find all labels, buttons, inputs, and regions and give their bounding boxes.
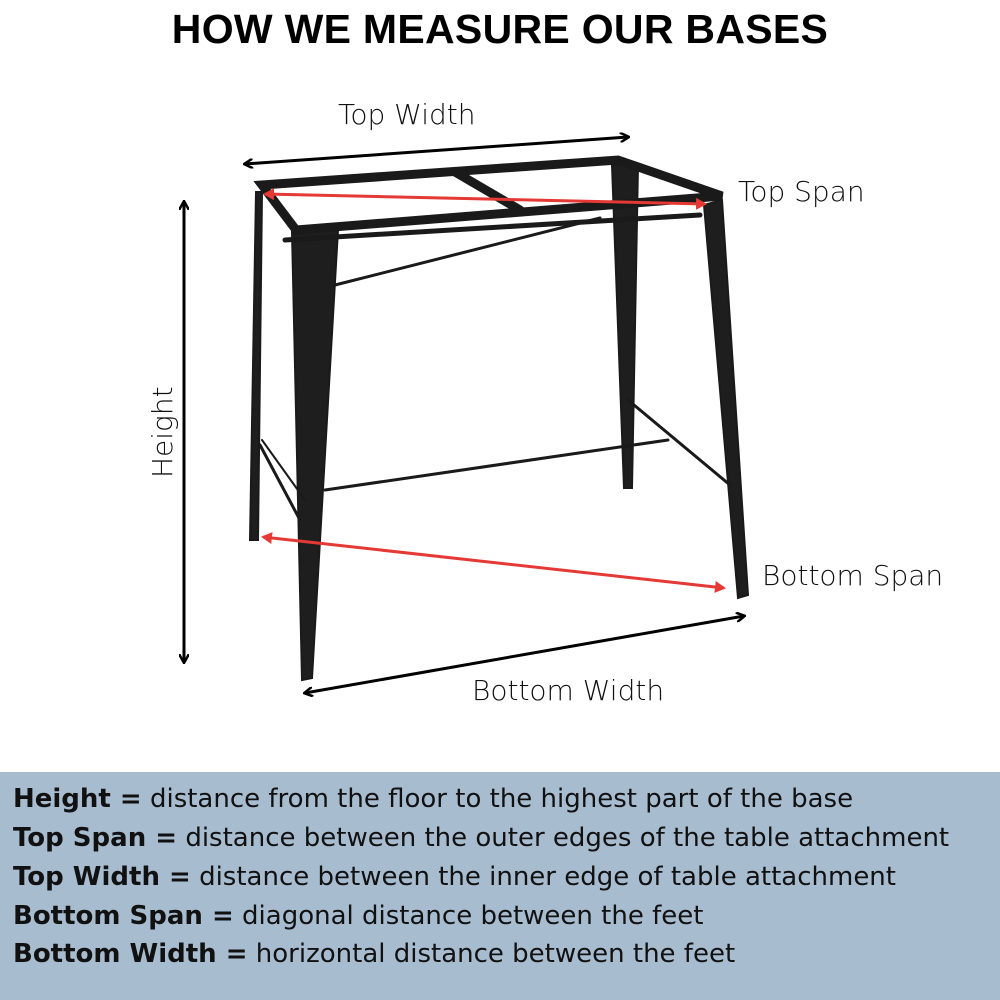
definition-top-span: Top Span = distance between the outer ed…: [13, 823, 949, 853]
top-span-arrow: [263, 188, 707, 210]
bottom-span-label: Bottom Span: [762, 559, 944, 592]
bottom-span-arrow: [261, 532, 726, 593]
table-base-diagram: [0, 0, 750, 772]
definition-term: Bottom Span =: [13, 901, 234, 931]
top-width-label: Top Width: [338, 98, 476, 131]
table-base-illustration: [248, 155, 750, 682]
definition-term: Height =: [13, 784, 142, 814]
definition-height: Height = distance from the floor to the …: [13, 784, 853, 814]
definitions-panel: Height = distance from the floor to the …: [0, 772, 1000, 1000]
definition-text: distance between the inner edge of table…: [199, 862, 896, 892]
definition-term: Top Width =: [13, 862, 191, 892]
definition-term: Top Span =: [13, 823, 178, 853]
definition-bottom-width: Bottom Width = horizontal distance betwe…: [13, 939, 735, 969]
definition-text: distance from the floor to the highest p…: [149, 784, 854, 814]
height-label: Height: [146, 386, 179, 478]
definition-text: distance between the outer edges of the …: [185, 823, 950, 853]
bottom-width-arrow: [305, 616, 744, 693]
definition-term: Bottom Width =: [13, 939, 248, 969]
definition-bottom-span: Bottom Span = diagonal distance between …: [13, 901, 703, 931]
top-width-arrow: [245, 137, 628, 164]
top-span-label: Top Span: [738, 175, 865, 208]
page-title: HOW WE MEASURE OUR BASES: [171, 6, 829, 52]
bottom-width-label: Bottom Width: [472, 674, 665, 707]
definition-text: horizontal distance between the feet: [255, 939, 736, 969]
definition-text: diagonal distance between the feet: [242, 901, 704, 931]
definition-top-width: Top Width = distance between the inner e…: [13, 862, 896, 892]
